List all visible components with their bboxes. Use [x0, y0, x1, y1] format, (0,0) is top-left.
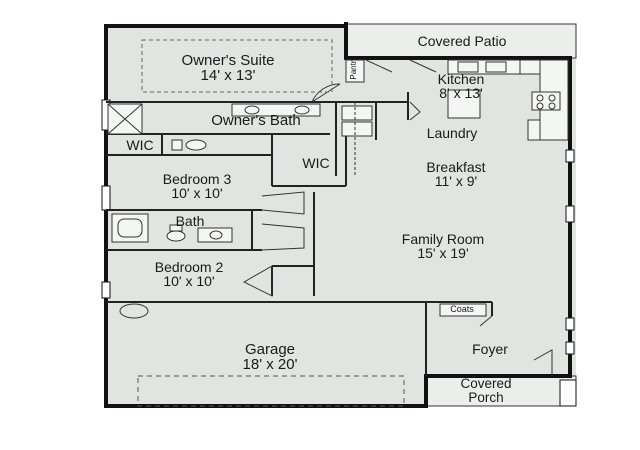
room-bedroom-3: Bedroom 3 10' x 10' [163, 172, 231, 201]
interior-walls [106, 92, 493, 376]
room-name: WIC [126, 137, 154, 153]
garage-door [137, 375, 405, 407]
room-pantry: Pantry [348, 56, 358, 80]
room-dims: 10' x 10' [171, 185, 223, 202]
room-name: Coats [450, 304, 474, 314]
room-bath: Bath [175, 213, 205, 229]
room-name: Family Room [401, 231, 485, 247]
room-bedroom-2: Bedroom 2 10' x 10' [155, 260, 223, 289]
room-name: Garage [244, 341, 296, 358]
room-dims: 11' x 9' [434, 173, 478, 190]
room-name: Owner's Suite [181, 52, 275, 69]
room-laundry: Laundry [426, 125, 478, 141]
room-name: Bedroom 2 [154, 259, 224, 275]
hall-bath-fixtures [111, 213, 233, 243]
floor-fill [106, 24, 576, 406]
covered-patio-area [345, 23, 577, 59]
room-garage: Garage 18' x 20' [243, 342, 298, 373]
coats-closet [439, 303, 487, 317]
room-name: WIC [302, 155, 330, 171]
room-kitchen: Kitchen 8' x 13' [438, 72, 485, 101]
room-dims: 10' x 10' [163, 273, 215, 290]
room-name: Bath [175, 213, 205, 229]
room-dims: 8' x 13' [439, 85, 483, 102]
room-coats: Coats [450, 304, 474, 314]
room-dims: 15' x 19' [417, 245, 469, 262]
room-name: Laundry [426, 125, 478, 141]
room-wic-left: WIC [126, 137, 154, 153]
room-name: Covered Patio [417, 33, 507, 49]
room-covered-porch: Covered Porch [446, 377, 526, 405]
room-covered-patio: Covered Patio [417, 33, 507, 49]
room-name: Breakfast [426, 159, 486, 175]
room-breakfast: Breakfast 11' x 9' [426, 160, 485, 189]
kitchen-fixtures [345, 59, 569, 141]
room-dims: 14' x 13' [200, 67, 256, 85]
room-name: Bedroom 3 [162, 171, 232, 187]
room-owners-bath: Owner's Bath [211, 112, 301, 129]
room-name: Pantry [348, 56, 358, 80]
room-wic-right: WIC [302, 155, 330, 171]
garage-water-heater [119, 303, 149, 319]
room-foyer: Foyer [472, 341, 508, 357]
owners-suite-tray-ceiling [141, 39, 333, 93]
room-name: Covered Porch [460, 376, 512, 405]
room-family-room: Family Room 15' x 19' [402, 232, 484, 261]
room-owners-suite: Owner's Suite 14' x 13' [182, 53, 275, 84]
owners-bath-fixtures [107, 103, 321, 151]
door-swings [242, 59, 553, 376]
laundry-machines [341, 102, 373, 176]
room-name: Kitchen [437, 71, 485, 87]
room-name: Owner's Bath [211, 112, 301, 129]
room-dims: 18' x 20' [242, 356, 298, 374]
room-name: Foyer [472, 341, 508, 357]
